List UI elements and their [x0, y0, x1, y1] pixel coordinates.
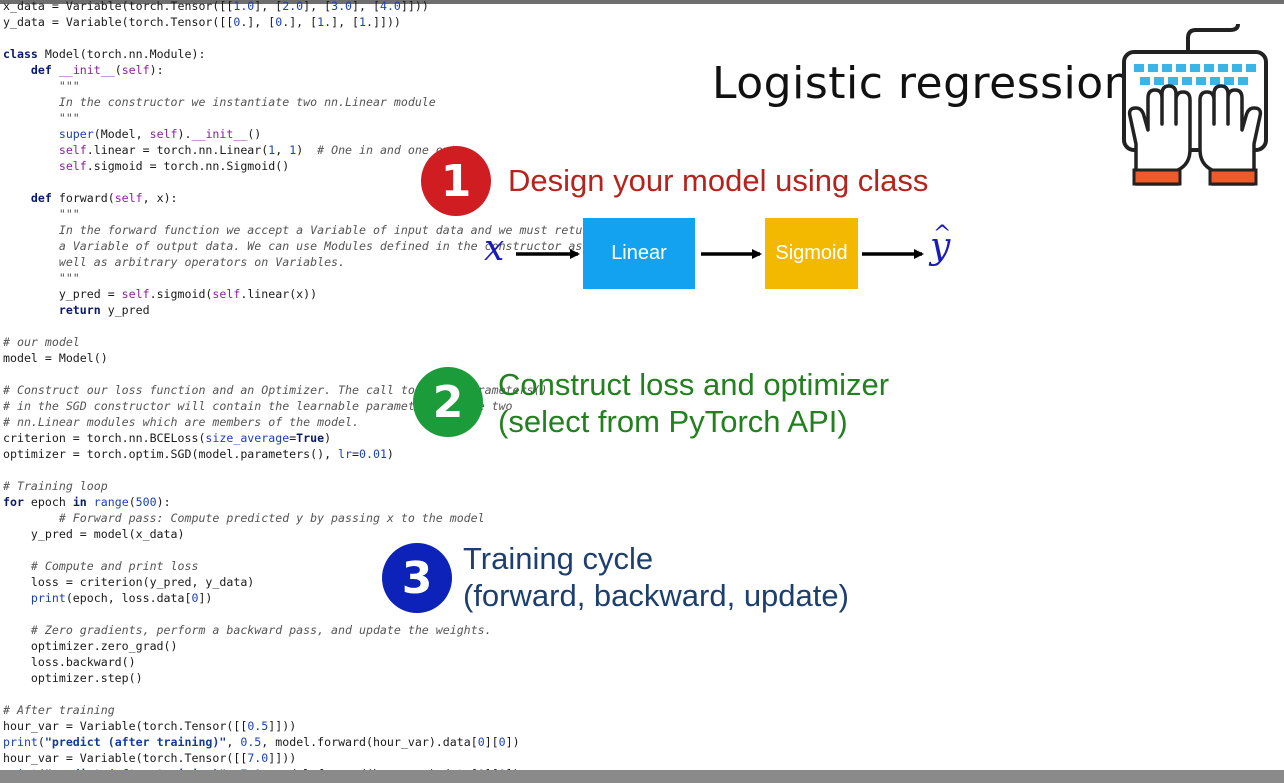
code-line: y_data = Variable(torch.Tensor([[0.], [0…	[3, 15, 401, 29]
code-line	[3, 30, 596, 46]
code-line: loss = criterion(y_pred, y_data)	[3, 575, 255, 589]
code-line: """	[3, 79, 80, 93]
code-line: x_data = Variable(torch.Tensor([[1.0], […	[3, 0, 429, 13]
keyboard-hands-icon	[1122, 24, 1268, 186]
step-3-line-1: Training cycle	[463, 541, 654, 576]
step-1-badge: 1	[421, 146, 491, 216]
output-y-symbol: y	[930, 226, 951, 267]
code-line	[3, 462, 596, 478]
code-line: optimizer.zero_grad()	[3, 639, 178, 653]
code-line: a Variable of output data. We can use Mo…	[3, 239, 583, 253]
step-2-line-2: (select from PyTorch API)	[498, 404, 848, 439]
code-line: # in the SGD constructor will contain th…	[3, 399, 513, 413]
code-line: hour_var = Variable(torch.Tensor([[7.0]]…	[3, 751, 297, 765]
step-1-text: Design your model using class	[508, 163, 929, 198]
code-line: self.sigmoid = torch.nn.Sigmoid()	[58, 159, 290, 173]
code-line: """	[3, 111, 80, 125]
bottom-bar	[0, 770, 1284, 783]
code-line: y_pred = model(x_data)	[3, 527, 185, 541]
step-2-badge: 2	[413, 367, 483, 437]
code-line: self.linear = torch.nn.Linear(1, 1) # On…	[58, 143, 457, 157]
output-hat-symbol: ^	[933, 222, 952, 247]
step-3-text: Training cycle (forward, backward, updat…	[463, 540, 849, 614]
step-2-line-1: Construct loss and optimizer	[498, 367, 890, 402]
code-line: def forward(self, x):	[30, 191, 178, 205]
code-line: hour_var = Variable(torch.Tensor([[0.5]]…	[3, 719, 297, 733]
sigmoid-box: Sigmoid	[765, 218, 858, 289]
step-3-badge: 3	[382, 543, 452, 613]
code-line: # Compute and print loss	[3, 559, 199, 573]
code-line: criterion = torch.nn.BCELoss(size_averag…	[3, 431, 332, 445]
code-line: # Forward pass: Compute predicted y by p…	[3, 511, 485, 525]
code-line: # After training	[3, 703, 115, 717]
code-line: class Model(torch.nn.Module):	[3, 47, 206, 61]
code-line: # our model	[3, 335, 80, 349]
code-line: return y_pred	[58, 303, 150, 317]
code-line: for epoch in range(500):	[3, 495, 171, 509]
code-line: print("predict (after training)", 0.5, m…	[3, 735, 520, 749]
input-x-symbol: x	[484, 228, 505, 269]
code-line: def __init__(self):	[30, 63, 164, 77]
code-line: """	[3, 207, 80, 221]
linear-box: Linear	[583, 218, 695, 289]
code-line: In the forward function we accept a Vari…	[3, 223, 597, 237]
code-listing: x_data = Variable(torch.Tensor([[1.0], […	[3, 0, 596, 782]
code-line: """	[3, 271, 80, 285]
top-bar	[0, 0, 1284, 4]
code-line: loss.backward()	[3, 655, 136, 669]
code-line: model = Model()	[3, 351, 108, 365]
code-line: print(epoch, loss.data[0])	[30, 591, 213, 605]
code-line: # Zero gradients, perform a backward pas…	[3, 623, 492, 637]
code-line: # Training loop	[3, 479, 108, 493]
code-line	[3, 318, 596, 334]
step-3-line-2: (forward, backward, update)	[463, 578, 849, 613]
code-line: optimizer.step()	[3, 671, 143, 685]
code-line: super(Model, self).__init__()	[58, 127, 262, 141]
code-line: In the constructor we instantiate two nn…	[3, 95, 436, 109]
slide-title: Logistic regression	[712, 58, 1133, 109]
code-line: y_pred = self.sigmoid(self.linear(x))	[3, 287, 318, 301]
step-2-text: Construct loss and optimizer (select fro…	[498, 366, 889, 440]
code-line: well as arbitrary operators on Variables…	[3, 255, 346, 269]
code-line: # nn.Linear modules which are members of…	[3, 415, 359, 429]
code-line	[3, 686, 596, 702]
code-line: # Construct our loss function and an Opt…	[3, 383, 548, 397]
code-line: optimizer = torch.optim.SGD(model.parame…	[3, 447, 394, 461]
